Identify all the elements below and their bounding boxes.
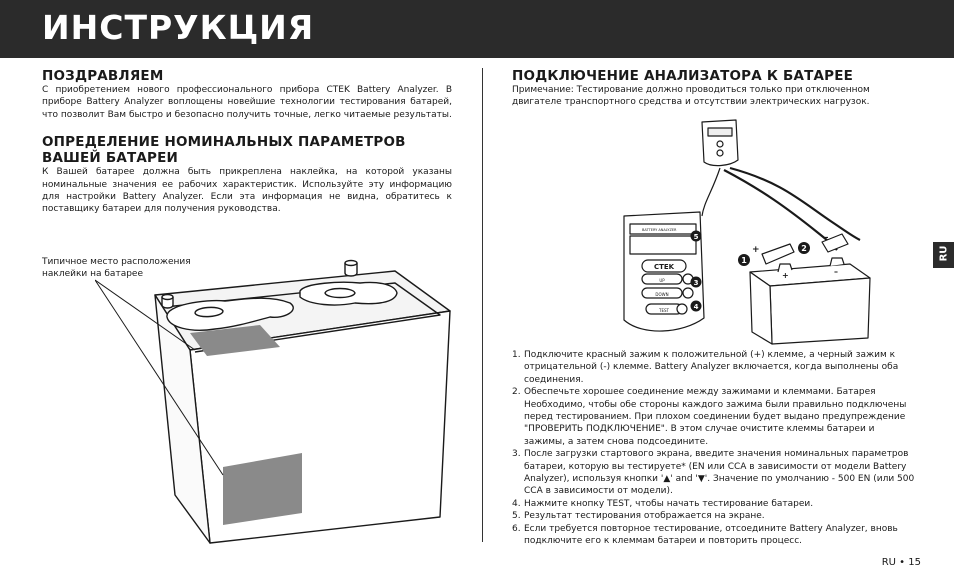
battery-plus-sign: +	[782, 271, 789, 280]
negative-sign: –	[824, 233, 829, 243]
label-location-callout: Типичное место расположения наклейки на …	[42, 256, 212, 281]
callout-badge-1	[738, 254, 750, 266]
step-item: 4.Нажмите кнопку TEST, чтобы начать тест…	[512, 498, 917, 510]
left-column: ПОЗДРАВЛЯЕМ С приобретением нового профе…	[42, 68, 452, 216]
callout-num-4: 4	[694, 303, 699, 311]
params-text: К Вашей батарее должна быть прикреплена …	[42, 167, 452, 215]
device-down-label: DOWN	[655, 292, 668, 297]
device-brand: CTEK	[654, 263, 675, 271]
callout-badge-2	[798, 242, 810, 254]
language-side-tab: RU	[933, 242, 954, 268]
callout-badge-4	[690, 300, 702, 312]
step-number: 3.	[512, 449, 521, 460]
connect-note: Примечание: Тестирование должно проводит…	[512, 85, 870, 108]
side-tab-label: RU	[938, 245, 950, 262]
step-number: 6.	[512, 523, 521, 534]
steps-list: 1.Подключите красный зажим к положительн…	[512, 349, 917, 548]
footer-page-number: 15	[908, 557, 921, 568]
battery-illustration	[95, 259, 451, 544]
page-title: ИНСТРУКЦИЯ	[42, 8, 315, 47]
step-item: 2.Обеспечьте хорошее соединение между за…	[512, 386, 917, 448]
step-number: 2.	[512, 387, 521, 398]
page-footer: RU • 15	[882, 557, 921, 568]
positive-sign: +	[752, 245, 760, 255]
connect-heading: ПОДКЛЮЧЕНИЕ АНАЛИЗАТОРА К БАТАРЕЕ	[512, 68, 854, 84]
step-item: 1.Подключите красный зажим к положительн…	[512, 349, 917, 386]
column-divider	[482, 68, 483, 542]
device-test-label: TEST	[658, 308, 670, 313]
params-heading-line1: ОПРЕДЕЛЕНИЕ НОМИНАЛЬНЫХ ПАРАМЕТРОВ	[42, 134, 406, 151]
step-item: 6.Если требуется повторное тестирование,…	[512, 523, 917, 548]
step-text: Результат тестирования отображается на э…	[524, 511, 765, 522]
callout-num-1: 1	[741, 256, 747, 265]
congrats-text: С приобретением нового профессионального…	[42, 85, 452, 120]
device-up-label: UP	[659, 278, 665, 283]
top-sticker	[190, 325, 280, 356]
step-number: 5.	[512, 511, 521, 522]
step-item: 3.После загрузки стартового экрана, введ…	[512, 448, 917, 498]
right-column: ПОДКЛЮЧЕНИЕ АНАЛИЗАТОРА К БАТАРЕЕ Примеч…	[512, 68, 917, 109]
callout-line-2: наклейки на батарее	[42, 269, 143, 280]
callout-badge-3	[690, 276, 702, 288]
callout-badge-5	[690, 230, 702, 242]
step-text: Если требуется повторное тестирование, о…	[524, 523, 898, 547]
callout-num-5: 5	[694, 233, 699, 241]
analyzer-illustration: 5 3 4 1 2 BATTERY ANALYZER CTEK UP DOWN …	[623, 119, 871, 345]
device-label: BATTERY ANALYZER	[642, 228, 677, 232]
congrats-heading: ПОЗДРАВЛЯЕМ	[42, 68, 164, 84]
step-text: После загрузки стартового экрана, введит…	[524, 449, 915, 497]
page-header: ИНСТРУКЦИЯ	[0, 0, 954, 58]
battery-minus-sign: –	[834, 267, 838, 276]
step-text: Обеспечьте хорошее соединение между зажи…	[524, 387, 907, 447]
front-sticker	[223, 453, 302, 525]
callout-num-3: 3	[694, 279, 699, 287]
step-text: Нажмите кнопку TEST, чтобы начать тестир…	[524, 498, 814, 509]
callout-line-1: Типичное место расположения	[42, 257, 191, 267]
step-item: 5.Результат тестирования отображается на…	[512, 510, 917, 522]
footer-lang: RU	[881, 557, 896, 568]
step-number: 1.	[512, 350, 521, 360]
footer-separator: •	[899, 557, 906, 568]
steps-ol: 1.Подключите красный зажим к положительн…	[512, 349, 917, 548]
step-number: 4.	[512, 498, 521, 509]
callout-num-2: 2	[801, 244, 807, 253]
params-heading-line2: ВАШЕЙ БАТАРЕИ	[42, 150, 179, 167]
step-text: Подключите красный зажим к положительной…	[524, 350, 899, 385]
